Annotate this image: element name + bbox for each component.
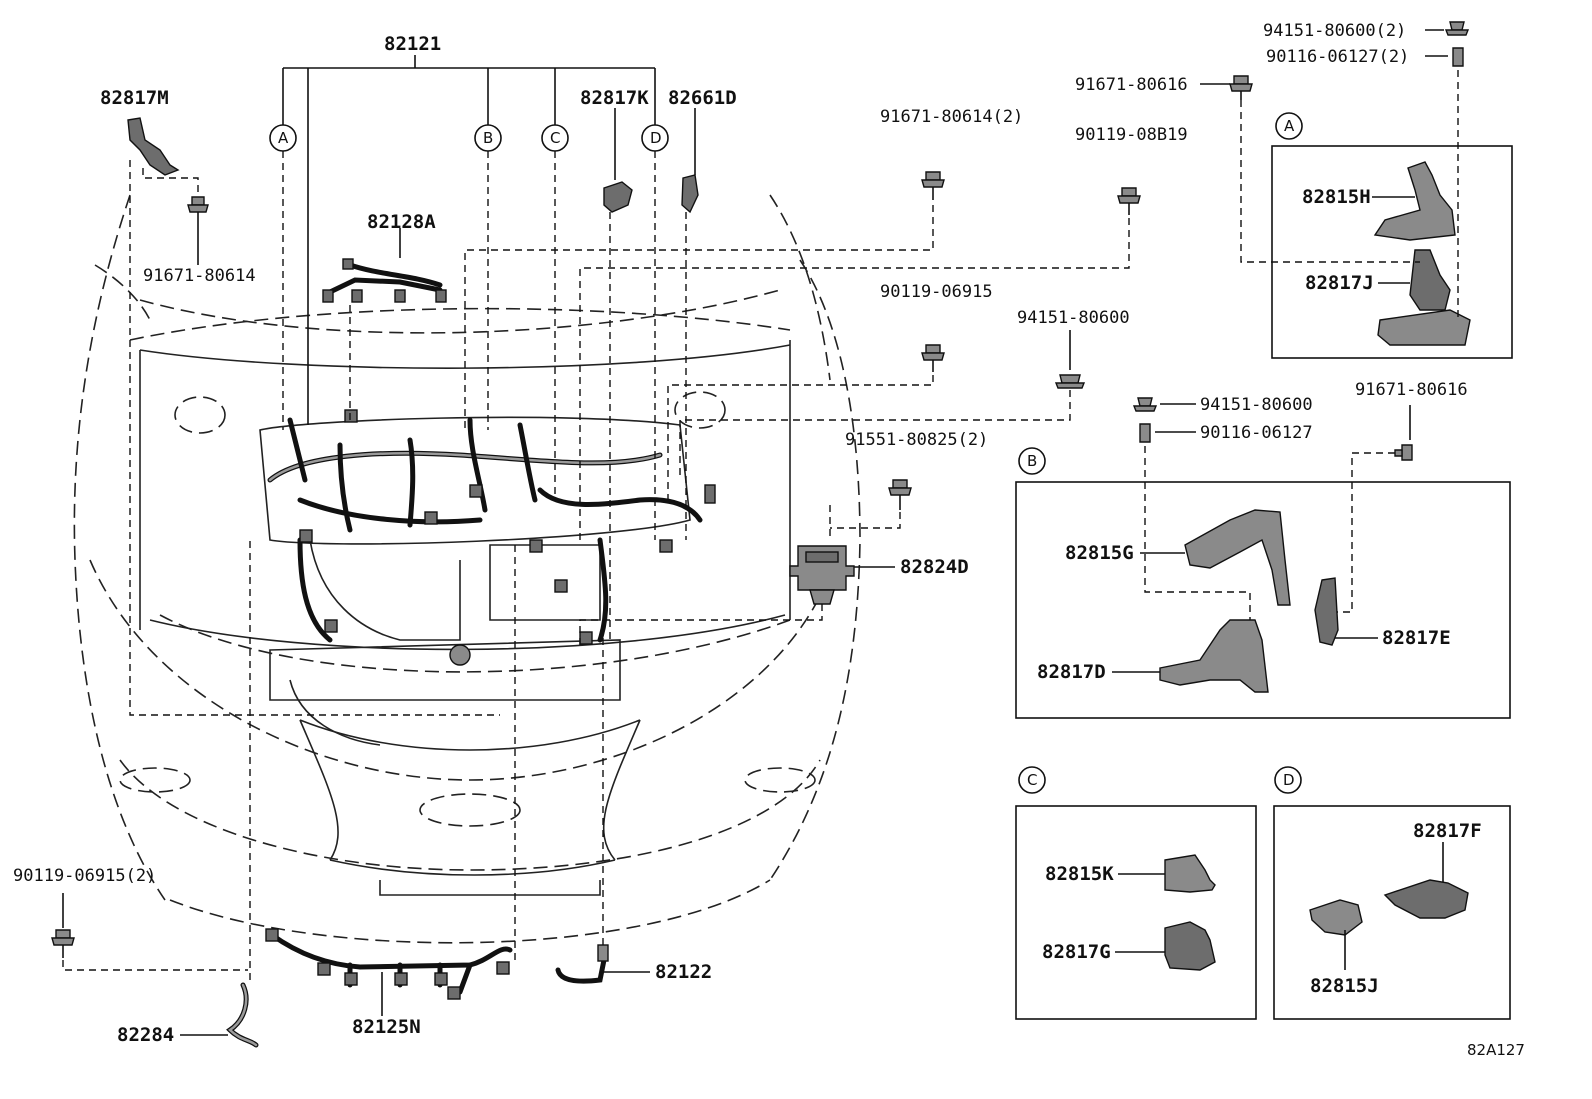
bolt-91671-80614-left — [187, 196, 209, 265]
bolt-91671-80614-top — [464, 171, 945, 430]
part-label-82284: 82284 — [117, 1024, 174, 1046]
part-label-82817J: 82817J — [1305, 272, 1374, 294]
part-label-90119-06915: 90119-06915 — [880, 282, 993, 302]
part-label-90119-08B19: 90119-08B19 — [1075, 125, 1188, 145]
bolt-90119-08B19 — [579, 187, 1141, 540]
engine-bay-harness — [259, 409, 716, 746]
panel-c-callout-text: C — [1027, 771, 1037, 789]
part-label-82122: 82122 — [655, 961, 712, 983]
part-label-82815G: 82815G — [1065, 542, 1134, 564]
sensor-82284 — [180, 540, 259, 1048]
part-label-82817D: 82817D — [1037, 661, 1106, 683]
diagram-reference-number: 82A127 — [1467, 1041, 1525, 1059]
bolt-90119-06915 — [667, 344, 945, 500]
callout-a-main: A — [269, 124, 297, 152]
part-label-91671-80614-top: 91671-80614(2) — [880, 107, 1023, 127]
block-82824D — [579, 505, 895, 645]
part-label-91671-80616-b: 91671-80616 — [1355, 380, 1468, 400]
part-label-82121: 82121 — [384, 33, 441, 55]
bolt-90119-06915-2 — [51, 893, 248, 971]
part-label-82817F: 82817F — [1413, 820, 1482, 842]
leader-82121 — [282, 55, 656, 540]
callout-b-main: B — [474, 124, 502, 152]
part-label-82815H: 82815H — [1302, 186, 1371, 208]
part-label-82817K: 82817K — [580, 87, 649, 109]
callout-d-text: D — [650, 129, 662, 147]
callout-b-text: B — [483, 129, 493, 147]
part-label-91671-80614-left: 91671-80614 — [143, 266, 256, 286]
part-label-91551-80825: 91551-80825(2) — [845, 430, 988, 450]
part-label-82817G: 82817G — [1042, 941, 1111, 963]
panel-b-callout-text: B — [1027, 452, 1037, 470]
part-label-91671-80616-top: 91671-80616 — [1075, 75, 1188, 95]
harness-82128A — [322, 228, 447, 420]
nut-94151-80600-mid — [679, 330, 1086, 480]
clip-82661D — [681, 108, 699, 540]
part-label-82815J: 82815J — [1310, 975, 1379, 997]
callout-a-text: A — [278, 129, 289, 147]
detail-panel-d: D — [1273, 766, 1511, 1020]
part-label-82824D: 82824D — [900, 556, 969, 578]
bracket-82817M — [127, 117, 500, 716]
part-label-94151-80600-2: 94151-80600(2) — [1263, 21, 1406, 41]
part-label-82817M: 82817M — [100, 87, 169, 109]
callout-d-main: D — [641, 124, 669, 152]
panel-d-callout-text: D — [1283, 771, 1295, 789]
detail-panel-b: B — [1015, 397, 1511, 719]
part-label-90116-06127-b: 90116-06127 — [1200, 423, 1313, 443]
callout-c-main: C — [541, 124, 569, 152]
bolt-91551-80825 — [830, 479, 912, 529]
part-label-82817E: 82817E — [1382, 627, 1451, 649]
detail-panel-a: A — [1200, 21, 1513, 359]
part-label-82125N: 82125N — [352, 1016, 421, 1038]
part-label-94151-80600-b: 94151-80600 — [1200, 395, 1313, 415]
part-label-90116-06127-2: 90116-06127(2) — [1266, 47, 1409, 67]
detail-panel-c: C — [1015, 766, 1257, 1020]
part-label-82128A: 82128A — [367, 211, 436, 233]
sensor-82122 — [555, 620, 650, 984]
callout-c-text: C — [550, 129, 560, 147]
vehicle-body-outline — [73, 194, 861, 944]
part-label-90119-06915-2: 90119-06915(2) — [13, 866, 156, 886]
part-label-82815K: 82815K — [1045, 863, 1114, 885]
harness-82125N — [265, 540, 516, 1016]
part-label-94151-80600-mid: 94151-80600 — [1017, 308, 1130, 328]
bracket-82817K — [603, 108, 633, 640]
panel-a-callout-text: A — [1284, 117, 1295, 135]
part-label-82661D: 82661D — [668, 87, 737, 109]
